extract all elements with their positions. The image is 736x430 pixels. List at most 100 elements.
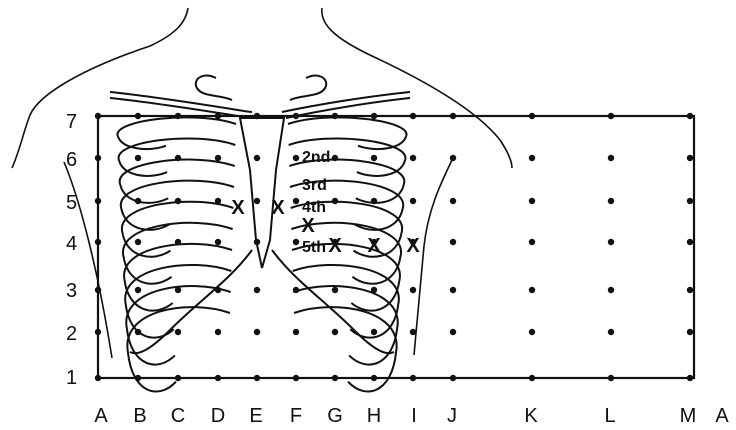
grid-dot — [371, 375, 377, 381]
grid-dot — [608, 329, 614, 335]
grid-dot — [95, 155, 101, 161]
grid-dot — [450, 155, 456, 161]
grid-dot — [450, 287, 456, 293]
grid-dot — [371, 155, 377, 161]
grid-dot — [529, 375, 535, 381]
grid-dot — [215, 239, 221, 245]
grid-dot — [135, 239, 141, 245]
row-label-3: 3 — [66, 280, 77, 302]
col-label-a-left: A — [94, 405, 108, 427]
sternum — [240, 118, 284, 268]
grid-dot — [371, 329, 377, 335]
grid-dot — [254, 287, 260, 293]
col-label-k: K — [524, 405, 538, 427]
left-shoulder-outline — [12, 8, 188, 168]
grid-dot — [215, 287, 221, 293]
grid-dot — [410, 198, 416, 204]
row-label-1: 1 — [66, 367, 77, 389]
grid-dot — [254, 113, 260, 119]
grid-dot — [687, 329, 693, 335]
marker-e5: X — [231, 197, 245, 219]
grid-dot — [175, 329, 181, 335]
grid-dot — [293, 155, 299, 161]
grid-dot — [95, 198, 101, 204]
right-rib — [293, 286, 397, 365]
grid-dot — [215, 375, 221, 381]
grid-dot — [135, 198, 141, 204]
rib-label-5th: 5th — [302, 239, 326, 256]
right-rib — [293, 265, 399, 338]
grid-dot — [95, 113, 101, 119]
marker-f45: X — [301, 215, 315, 237]
grid-dot — [529, 329, 535, 335]
grid-dot — [95, 287, 101, 293]
grid-dot — [332, 113, 338, 119]
grid-dot — [175, 287, 181, 293]
grid-dot — [135, 375, 141, 381]
grid-dot — [529, 198, 535, 204]
left-rib — [122, 202, 233, 257]
grid-dot — [529, 113, 535, 119]
grid-dot — [254, 198, 260, 204]
grid-dot — [687, 113, 693, 119]
marker-i4: X — [406, 235, 420, 257]
grid-dot — [410, 287, 416, 293]
rib-label-2nd: 2nd — [302, 149, 330, 166]
grid-dot — [175, 375, 181, 381]
col-label-m: M — [680, 405, 697, 427]
grid-dot — [608, 239, 614, 245]
grid-dot — [135, 155, 141, 161]
grid-dot — [371, 113, 377, 119]
grid-dot — [254, 239, 260, 245]
grid-dot — [254, 329, 260, 335]
row-label-7: 7 — [66, 111, 77, 133]
grid-dot — [410, 155, 416, 161]
grid-dot — [687, 155, 693, 161]
grid-dot — [410, 329, 416, 335]
row-label-5: 5 — [66, 192, 77, 214]
grid-dot — [450, 239, 456, 245]
grid-dot — [293, 239, 299, 245]
grid-dot — [175, 155, 181, 161]
row-labels: 7 6 5 4 3 2 1 — [66, 111, 77, 389]
col-label-e: E — [249, 405, 262, 427]
grid-dot — [135, 287, 141, 293]
grid-dot — [332, 287, 338, 293]
grid-dot — [254, 155, 260, 161]
grid-dot — [687, 198, 693, 204]
grid-dot — [410, 375, 416, 381]
grid-dot — [450, 329, 456, 335]
right-first-rib-hook — [290, 76, 326, 100]
grid-dot — [175, 239, 181, 245]
grid-dot — [293, 198, 299, 204]
grid-dot — [608, 113, 614, 119]
col-label-l: L — [604, 405, 615, 427]
left-rib — [126, 286, 230, 365]
col-label-c: C — [171, 405, 185, 427]
grid-dot — [687, 239, 693, 245]
grid-dot — [608, 287, 614, 293]
col-label-i: I — [411, 405, 417, 427]
grid-dot — [332, 329, 338, 335]
grid-dot — [332, 155, 338, 161]
right-shoulder-outline — [322, 8, 512, 168]
row-label-6: 6 — [66, 149, 77, 171]
grid-dot — [332, 198, 338, 204]
grid-dot — [371, 287, 377, 293]
left-rib — [123, 223, 233, 284]
right-arm-outline — [414, 160, 452, 355]
grid-dot — [608, 155, 614, 161]
grid-dot — [293, 287, 299, 293]
grid-dot — [529, 287, 535, 293]
marker-f5: X — [271, 197, 285, 219]
col-label-b: B — [133, 405, 146, 427]
grid-dot — [95, 329, 101, 335]
col-label-j: J — [447, 405, 457, 427]
grid-dot — [293, 113, 299, 119]
grid-dot — [215, 329, 221, 335]
grid-dot — [450, 198, 456, 204]
col-label-g: G — [327, 405, 343, 427]
col-label-f: F — [290, 405, 302, 427]
grid-dot — [332, 375, 338, 381]
